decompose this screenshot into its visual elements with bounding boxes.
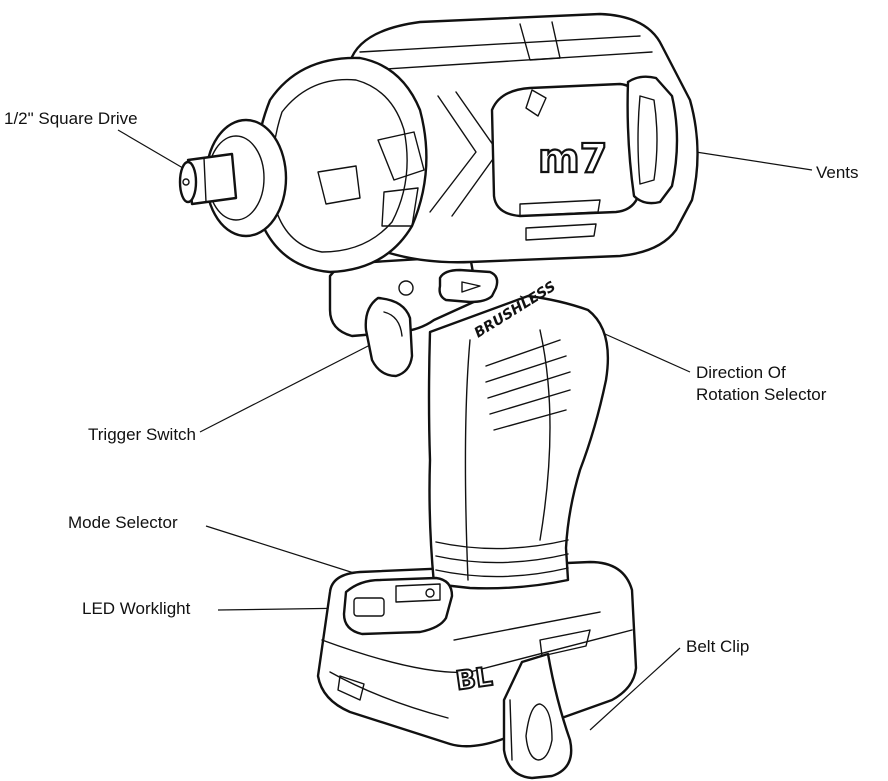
bumper-pad [317,165,361,205]
square-drive-edge [203,157,207,203]
housing-ridge [369,51,653,71]
square-drive-tip [178,160,198,204]
leader-mode-selector [205,525,377,581]
vent-tab [525,89,547,117]
handle: BRUSHLESS [427,279,610,590]
collar-ring [435,553,569,564]
detent-pin [182,178,190,186]
label-trigger-switch: Trigger Switch [88,425,197,444]
handle-body [427,294,610,590]
label-square-drive: 1/2" Square Drive [4,109,138,128]
grip-rib [485,355,567,383]
mode-selector-button [395,583,441,603]
selector-screw [398,280,414,296]
bumper-pad [381,187,419,227]
side-vent-slot [525,223,597,241]
belt-clip-shape [502,652,573,780]
brand-logo: m7 [538,136,608,182]
motor-housing: m7 [348,12,699,264]
housing-ridge [359,35,641,53]
mode-indicator-dot [425,588,435,598]
collar-ring [435,539,569,550]
label-mode-selector: Mode Selector [68,513,178,532]
handle-front-contour [464,339,471,581]
rear-vent-grille [637,95,658,185]
belt-clip-edge [509,699,513,761]
label-direction-line2: Rotation Selector [696,385,827,404]
belt-clip-slot [525,703,553,761]
battery-top-ridge [453,611,601,641]
direction-selector [438,268,499,304]
grip-rib [489,389,571,415]
chevron-panel [429,95,477,213]
label-direction-line1: Direction Of [696,363,786,382]
battery-slot [539,629,591,657]
front-nose [178,56,428,274]
battery-badge-text: BL [454,662,494,697]
side-vent-slot [519,199,601,217]
direction-arrow [461,281,481,293]
leader-trigger [199,343,373,433]
rear-vent-housing [626,75,679,205]
battery-seam [321,629,633,674]
label-vents: Vents [816,163,859,182]
belt-clip-body [502,652,573,780]
grip-rib [487,371,571,399]
foot-top-plate [342,576,454,636]
battery-lower-seam [329,671,449,719]
trigger-highlight [383,311,403,337]
grip-rib [493,409,567,431]
label-belt-clip: Belt Clip [686,637,750,656]
handle-rear-contour [539,329,551,541]
leader-belt-clip [589,647,681,731]
top-vent [519,21,561,61]
label-direction-selector: Direction Of Rotation Selector [696,362,826,406]
grip-rib [485,339,561,367]
collar-ring [435,567,569,578]
label-led-worklight: LED Worklight [82,599,191,618]
trigger-switch [364,296,414,378]
battery-release-tab [337,675,365,701]
led-lens [353,597,385,617]
foot-controls [342,576,454,636]
bumper-pad [377,131,425,181]
